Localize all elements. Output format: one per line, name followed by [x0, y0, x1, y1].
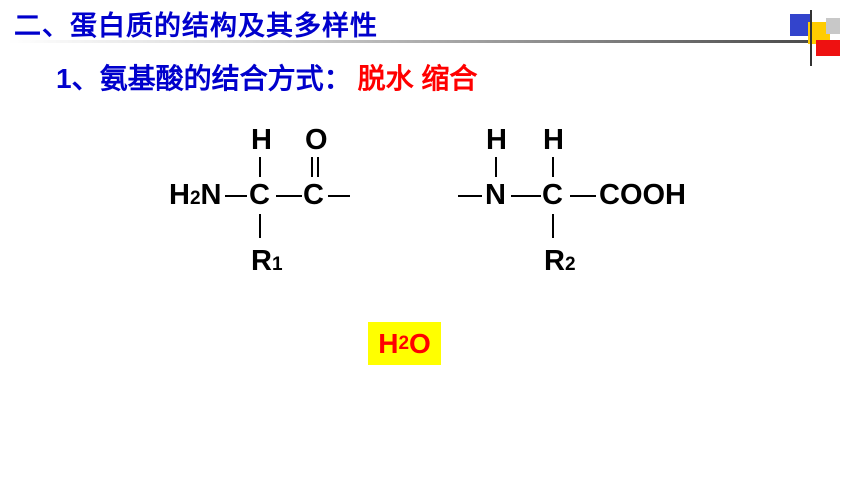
right-bond-h-n: [495, 157, 497, 177]
left-alpha-c: C: [249, 179, 270, 211]
left-amino-h: H: [169, 179, 190, 211]
water-sub: 2: [398, 332, 410, 354]
right-cooh: COOH: [599, 179, 686, 211]
left-r-main: R: [251, 245, 272, 277]
right-alpha-c: C: [542, 179, 563, 211]
right-r-sub: 2: [564, 254, 576, 275]
water-h: H: [378, 327, 399, 359]
left-bond-h-c: [259, 157, 261, 177]
deco-yellow-square: [808, 22, 830, 44]
right-bond-h-c: [552, 157, 554, 177]
deco-gray-square: [826, 18, 840, 34]
deco-vertical-line: [810, 10, 812, 66]
title-bar: 二、蛋白质的结构及其多样性: [0, 0, 860, 66]
right-h-top-c: H: [543, 124, 564, 156]
title-underline: [8, 40, 816, 43]
left-h-top: H: [251, 124, 272, 156]
left-double-bond-a: [311, 157, 313, 177]
deco-blue-square: [790, 14, 812, 36]
right-bond-c-r: [552, 214, 554, 238]
right-r-main: R: [544, 245, 565, 277]
left-r-sub: 1: [271, 254, 283, 275]
right-r-group: R2: [544, 247, 576, 276]
water-o: O: [409, 327, 431, 359]
left-o-top: O: [305, 124, 328, 156]
right-bond-start-n: [458, 195, 482, 197]
left-carbonyl-c: C: [303, 179, 324, 211]
right-bond-n-c: [511, 195, 541, 197]
subheading: 1、氨基酸的结合方式：脱水 缩合: [56, 57, 477, 97]
slide-heading: 二、蛋白质的结构及其多样性: [14, 11, 378, 41]
left-amino-sub: 2: [189, 188, 201, 209]
right-n: N: [485, 179, 506, 211]
left-bond-c-end: [328, 195, 350, 197]
left-bond-c-r: [259, 214, 261, 238]
deco-red-square: [816, 40, 840, 56]
left-amino-group: H2N: [169, 181, 221, 210]
left-bond-n-c: [225, 195, 247, 197]
right-h-top-n: H: [486, 124, 507, 156]
left-amino-n: N: [200, 179, 222, 211]
left-bond-c-c: [276, 195, 302, 197]
right-bond-c-cooh: [570, 195, 596, 197]
left-double-bond-b: [317, 157, 319, 177]
subheading-text: 1、氨基酸的结合方式：: [56, 63, 352, 94]
subheading-highlight: 脱水 缩合: [357, 63, 478, 94]
left-r-group: R1: [251, 247, 283, 276]
